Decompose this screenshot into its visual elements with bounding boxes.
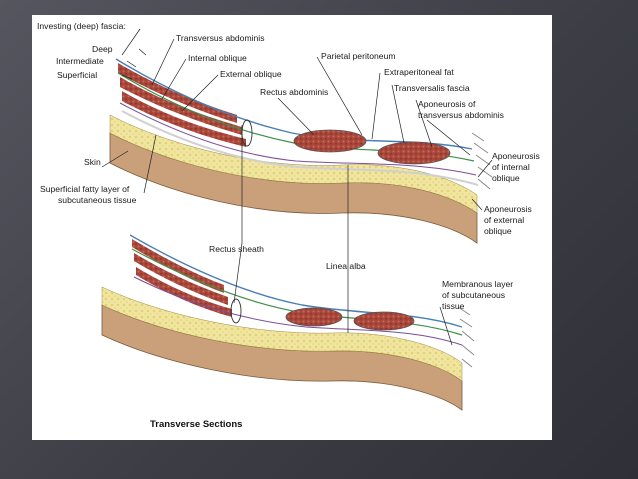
label-apon-internal-2: of internal: [492, 162, 530, 172]
label-apon-external-3: oblique: [484, 226, 512, 236]
lower-fat-layer: [101, 286, 463, 382]
caption: Transverse Sections: [150, 419, 242, 430]
lower-rectus-left: [285, 307, 343, 327]
label-parietal-peritoneum: Parietal peritoneum: [321, 51, 396, 61]
lower-rectus-right: [353, 311, 415, 331]
anatomy-figure: Investing (deep) fascia: Deep Intermedia…: [32, 15, 552, 440]
label-deep: Deep: [92, 44, 113, 54]
upper-transversus: [122, 91, 246, 147]
label-apon-internal-3: oblique: [492, 173, 520, 183]
lower-section: [101, 234, 475, 411]
leader-lines: [101, 28, 493, 346]
label-membranous-3: tissue: [442, 301, 465, 311]
lower-transversus: [136, 267, 232, 317]
lower-rectus-sheath: [230, 298, 242, 324]
label-intermediate: Intermediate: [56, 56, 104, 66]
lower-external-oblique: [132, 239, 224, 293]
label-apon-external-2: of external: [484, 215, 524, 225]
upper-external-oblique: [118, 63, 237, 123]
upper-rectus-right: [377, 141, 451, 165]
label-apon-external-1: Aponeurosis: [484, 204, 532, 214]
label-extraperitoneal-fat: Extraperitoneal fat: [384, 67, 454, 77]
label-fatty-layer-1: Superficial fatty layer of: [40, 184, 130, 194]
upper-rectus-left: [293, 129, 367, 153]
label-linea-alba: Linea alba: [326, 261, 366, 271]
upper-internal-oblique: [120, 77, 242, 135]
upper-rectus-sheath: [241, 119, 253, 147]
label-membranous-2: of subcutaneous: [442, 290, 505, 300]
label-rectus-sheath: Rectus sheath: [209, 244, 264, 254]
lower-internal-oblique: [134, 253, 228, 305]
label-apon-transversus-1: Aponeurosis of: [418, 99, 476, 109]
label-superficial: Superficial: [57, 70, 97, 80]
abdominal-wall-diagram: Investing (deep) fascia: Deep Intermedia…: [37, 21, 540, 430]
labels: Investing (deep) fascia: Deep Intermedia…: [37, 21, 540, 430]
label-investing-fascia: Investing (deep) fascia:: [37, 21, 126, 31]
label-external-oblique: External oblique: [220, 69, 282, 79]
label-rectus-abdominis: Rectus abdominis: [260, 87, 328, 97]
label-internal-oblique: Internal oblique: [188, 53, 247, 63]
label-membranous-1: Membranous layer: [442, 279, 513, 289]
label-apon-transversus-2: transversus abdominis: [418, 110, 504, 120]
label-transversalis-fascia: Transversalis fascia: [394, 83, 470, 93]
label-transversus-abdominis: Transversus abdominis: [176, 33, 265, 43]
label-fatty-layer-2: subcutaneous tissue: [58, 195, 137, 205]
label-apon-internal-1: Aponeurosis: [492, 151, 540, 161]
upper-section: [109, 58, 493, 244]
label-skin: Skin: [84, 157, 101, 167]
